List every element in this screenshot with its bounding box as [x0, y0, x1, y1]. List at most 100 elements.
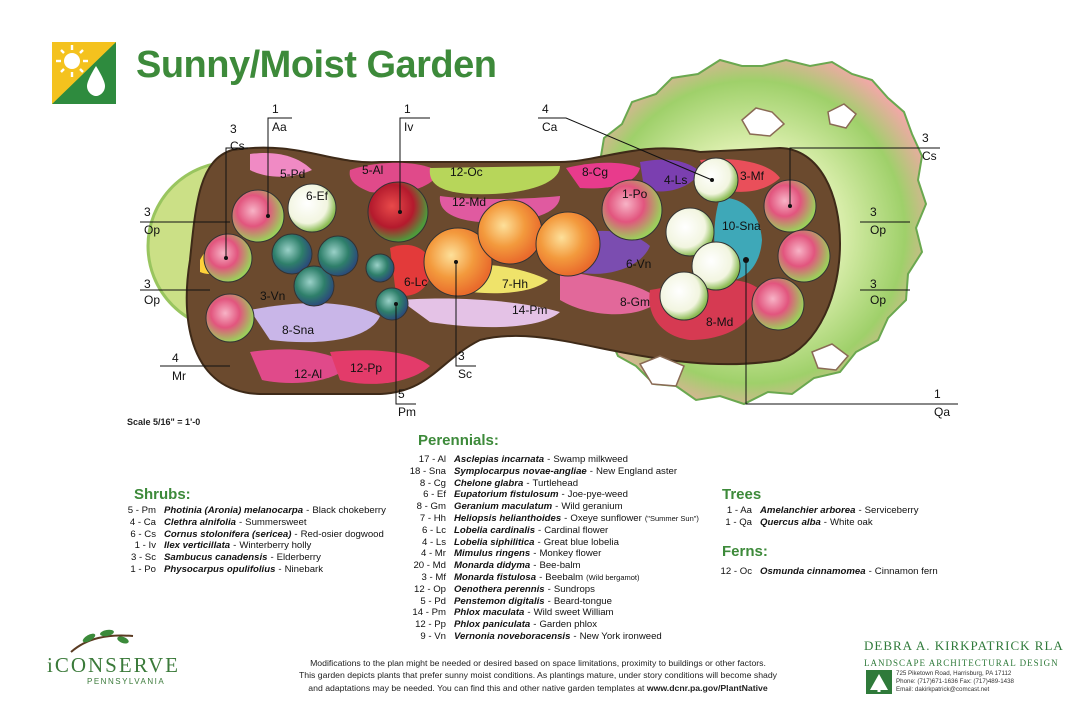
- plan-label: 8-Cg: [582, 165, 608, 179]
- name-separator: -: [533, 619, 537, 631]
- plant-code: 7 - Hh: [419, 512, 446, 524]
- plant-code: 8 - Cg: [419, 477, 446, 489]
- plan-label: 1: [934, 387, 941, 401]
- scientific-name: Eupatorium fistulosum: [454, 489, 559, 501]
- scientific-name: Chelone glabra: [454, 477, 524, 489]
- plant-code: 5 - Pm: [127, 505, 156, 516]
- plan-label: 3-Vn: [260, 289, 285, 303]
- footer-note: Modifications to the plan might be neede…: [268, 657, 808, 694]
- scientific-name: Asclepias incarnata: [454, 454, 545, 465]
- name-separator: -: [270, 552, 274, 564]
- plan-label: 4-Ls: [664, 173, 687, 187]
- scientific-name: Physocarpus opulifolius: [164, 563, 276, 575]
- name-separator: -: [306, 505, 310, 516]
- common-name: Sundrops: [553, 583, 595, 595]
- scientific-name: Amelanchier arborea: [760, 505, 856, 516]
- plant-code: 18 - Sna: [409, 465, 446, 477]
- common-name: Beebalm: [545, 571, 584, 583]
- plan-label: 8-Sna: [282, 323, 314, 337]
- common-name: White oak: [830, 516, 873, 528]
- footer-line: This garden depicts plants that prefer s…: [298, 670, 778, 681]
- scientific-name: Penstemon digitalis: [454, 595, 545, 607]
- plant-circles: [203, 157, 831, 343]
- plan-label: 5-Al: [362, 163, 383, 177]
- plant-code: 4 - Ca: [129, 516, 156, 528]
- perennials-heading: Perennials:: [418, 432, 499, 449]
- plan-label: 3: [144, 277, 151, 291]
- name-separator: -: [561, 489, 565, 501]
- common-name: Bee-balm: [539, 560, 581, 572]
- plant-code: 12 - Pp: [415, 619, 446, 631]
- leaf-sprig-icon: [70, 629, 134, 653]
- plan-label: 1: [272, 102, 279, 116]
- name-separator: -: [547, 583, 551, 595]
- sun-water-logo-icon: [52, 42, 116, 104]
- designer-address: 725 Piketown Road, Harrisburg, PA 17112: [896, 670, 1012, 677]
- iconserve-logo: iCONSERVE PENNSYLVANIA: [47, 628, 187, 688]
- plan-label: 5-Pd: [280, 167, 305, 181]
- tree-mark-icon: [866, 670, 892, 694]
- scientific-name: Osmunda cinnamomea: [760, 566, 866, 577]
- name-separator: -: [233, 540, 237, 552]
- common-name: Joe-pye-weed: [567, 489, 628, 501]
- plant-code: 12 - Op: [414, 583, 446, 595]
- scientific-name: Clethra alnifolia: [164, 516, 236, 528]
- plan-label: 1: [404, 102, 411, 116]
- plantnative-link[interactable]: www.dcnr.pa.gov/PlantNative: [646, 682, 768, 693]
- name-separator: -: [823, 516, 827, 528]
- plan-label: Op: [870, 293, 886, 307]
- scientific-name: Photinia (Aronia) melanocarpa: [164, 505, 304, 516]
- common-name: Winterberry holly: [239, 540, 312, 552]
- plant-code: 12 - Oc: [720, 566, 752, 577]
- plan-label: Op: [870, 223, 886, 237]
- common-name: Swamp milkweed: [553, 454, 628, 465]
- scientific-name: Lobelia siphilitica: [454, 536, 535, 548]
- plan-label: Sc: [458, 367, 472, 381]
- name-separator: -: [555, 501, 559, 513]
- scientific-name: Quercus alba: [760, 516, 821, 528]
- name-separator: -: [547, 454, 551, 465]
- scientific-name: Monarda fistulosa: [454, 571, 537, 583]
- name-separator: -: [526, 477, 530, 489]
- scientific-name: Heliopsis helianthoides: [454, 512, 562, 524]
- plant-code: 1 - Iv: [134, 540, 156, 552]
- common-name: Great blue lobelia: [543, 536, 619, 548]
- plan-label: 4: [542, 102, 549, 116]
- name-separator: -: [294, 528, 298, 540]
- cultivar-note: ("Summer Sun"): [644, 513, 699, 523]
- plant-code: 6 - Ef: [423, 489, 446, 501]
- iconserve-state: PENNSYLVANIA: [87, 677, 166, 686]
- designer-contact: 725 Piketown Road, Harrisburg, PA 17112 …: [896, 670, 1014, 694]
- common-name: Cardinal flower: [544, 524, 609, 536]
- plan-label: 7-Hh: [502, 277, 528, 291]
- common-name: New England aster: [595, 465, 678, 477]
- footer-line: and adaptations may be needed. You can f…: [308, 682, 768, 693]
- plan-label: 12-Pp: [350, 361, 382, 375]
- plan-labels: 1 Aa 3 Cs 5-Pd 6-Ef 5-Al 1 Iv 12-Oc 12-M…: [144, 102, 950, 419]
- name-separator: -: [547, 595, 551, 607]
- garden-plan-diagram: 1 Aa 3 Cs 5-Pd 6-Ef 5-Al 1 Iv 12-Oc 12-M…: [140, 58, 958, 419]
- cultivar-note: (Wild bergamot): [586, 572, 640, 582]
- plan-label: Pm: [398, 405, 416, 419]
- plant-code: 1 - Aa: [726, 505, 752, 516]
- name-separator: -: [564, 512, 568, 524]
- name-separator: -: [533, 548, 537, 560]
- plan-label: 12-Md: [452, 195, 486, 209]
- scientific-name: Ilex verticillata: [164, 540, 231, 552]
- plan-label: Qa: [934, 405, 950, 419]
- name-separator: -: [868, 566, 872, 577]
